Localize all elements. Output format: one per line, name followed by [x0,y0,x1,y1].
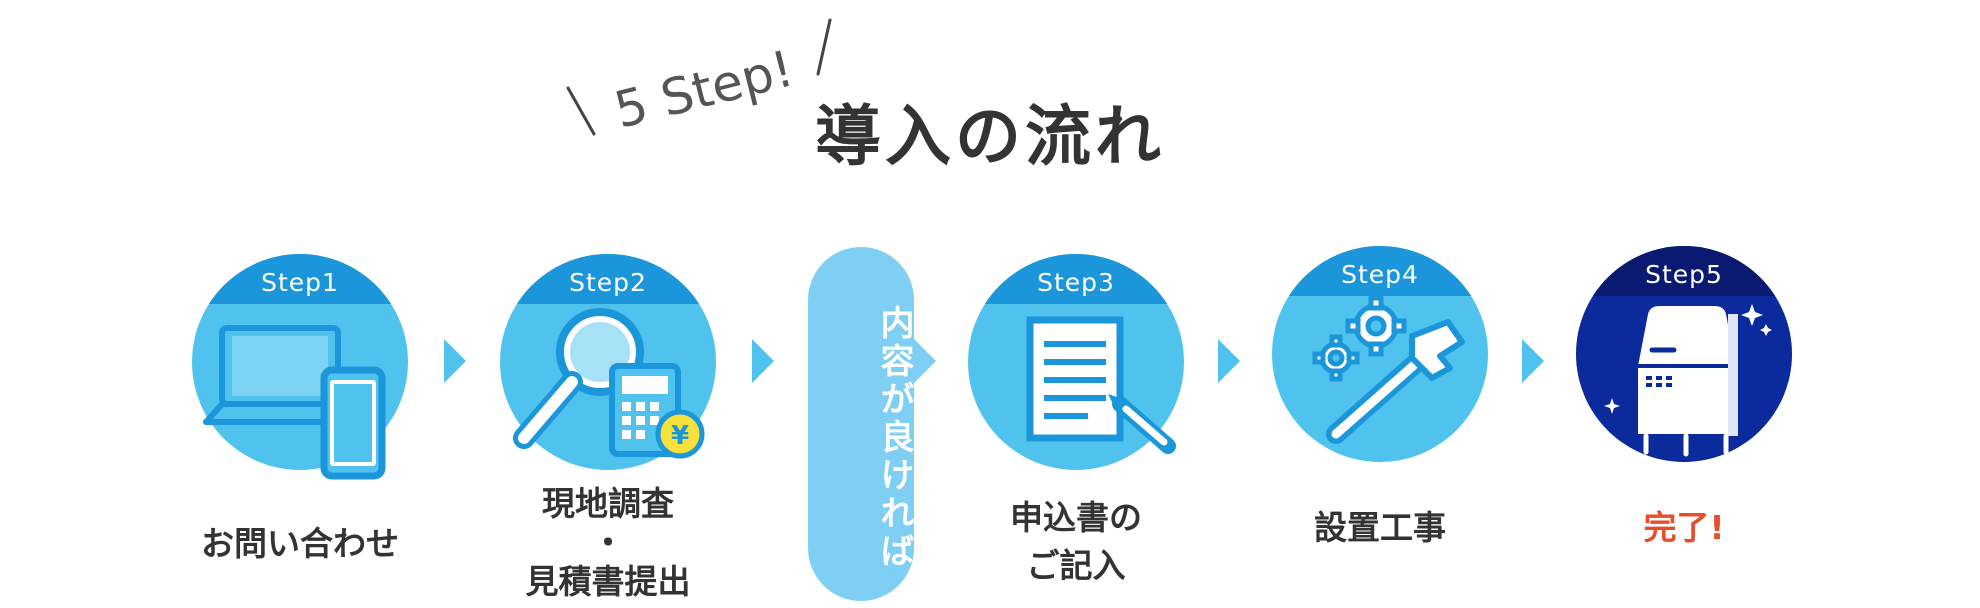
step-3-label-line-1: 申込書の [1010,498,1142,537]
step-1-label-line-1: お問い合わせ [201,524,399,563]
step-3-label: 申込書の ご記入 [946,494,1206,590]
step-4-badge: Step4 [1272,246,1488,296]
step-3-badge: Step3 [968,254,1184,304]
gears-wrench-icon [1312,295,1465,444]
right-slash [816,18,832,76]
flow-arrow-1 [444,339,466,383]
step-5-badge: Step5 [1576,246,1792,296]
step-4-label-line-1: 設置工事 [1314,508,1446,547]
step-2-label-line-1: 現地調査 [542,484,674,523]
laptop-smartphone-icon [203,325,386,480]
step-4-circle: Step4 [1272,246,1488,462]
step-5-label: 完了! [1554,504,1814,552]
flow-arrow-5 [1522,339,1544,383]
header-badge: 5 Step! [566,18,832,140]
sparkling-delivery-box-icon [1604,302,1772,457]
step-4-label: 設置工事 [1250,504,1510,552]
step-3-label-line-2: ご記入 [1026,545,1126,585]
left-slash [566,86,596,136]
step-1-badge: Step1 [192,254,408,304]
condition-label: 内容が良ければ [874,305,914,571]
flow-arrow-3 [914,339,936,383]
svg-text:¥: ¥ [671,421,689,451]
page-title: 導入の流れ [815,98,1165,175]
step-2-label: 現地調査 ・ 見積書提出 [478,480,738,605]
document-pen-icon [1026,316,1176,454]
step-1-label: お問い合わせ [170,520,430,568]
step-2-badge: Step2 [500,254,716,304]
magnifier-calculator-yen-icon: ¥ [513,308,705,459]
step-2-label-line-2: ・ [591,522,625,562]
condition-pill: 内容が良ければ [808,247,914,601]
flow-arrow-4 [1218,339,1240,383]
condition-text: 内容が良ければ [808,293,914,583]
step-2-label-line-3: 見積書提出 [525,561,691,601]
step-5-label-line-1: 完了! [1643,508,1725,547]
flow-arrow-2 [752,339,774,383]
